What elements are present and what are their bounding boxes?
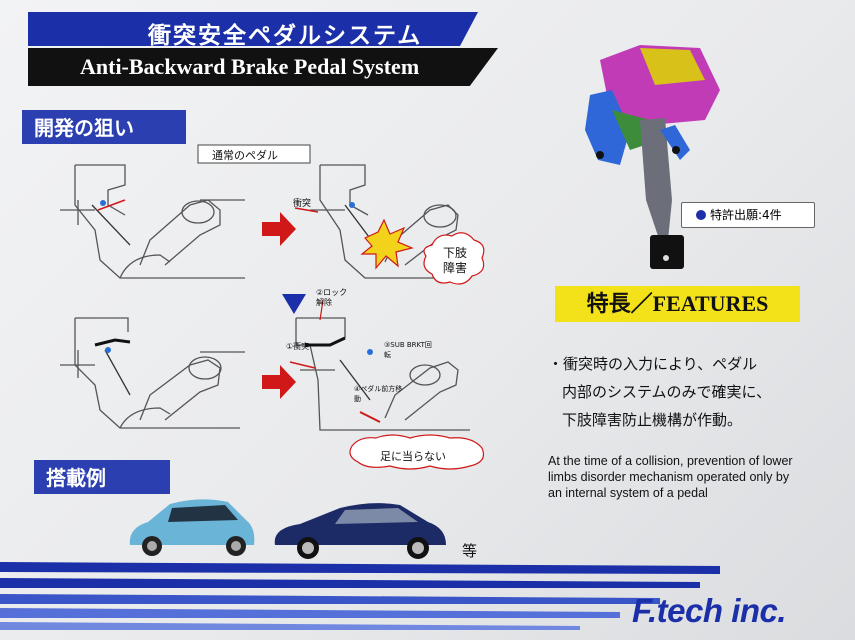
bullet-dot: [696, 210, 706, 220]
etc-label: 等: [462, 542, 478, 560]
label-collision: 衝突: [293, 199, 312, 209]
features-jp-text: ・衝突時の入力により、ペダル 内部のシステムのみで確実に、 下肢障害防止機構が作…: [548, 350, 828, 434]
title-banner-jp: 衝突安全ペダルシステム: [28, 12, 478, 46]
section-heading-example: 搭載例: [34, 460, 170, 494]
title-jp: 衝突安全ペダルシステム: [148, 23, 423, 49]
pedal-3d-image: [585, 45, 720, 269]
diagram-normal-pedal: [60, 164, 245, 279]
label-step4: ④ペダル前方移動: [354, 385, 403, 403]
title-banner-en: Anti-Backward Brake Pedal System: [28, 48, 498, 86]
caption-box: [197, 144, 311, 164]
patent-text: 特許出願:4件: [710, 208, 782, 222]
features-jp-line: ・衝突時の入力により、ペダル: [548, 355, 758, 373]
car-sedan: [274, 503, 446, 559]
safe-bubble: [349, 434, 485, 470]
label-step3: ③SUB BRKT回転: [384, 341, 432, 359]
diagram-pedal-forward: [295, 317, 470, 431]
title-en: Anti-Backward Brake Pedal System: [80, 54, 420, 79]
features-jp-line: 内部のシステムのみで確実に、: [562, 383, 772, 401]
features-en-text: At the time of a collision, prevention o…: [548, 454, 793, 500]
diagram-anti-backward: [60, 317, 245, 429]
car-compact: [129, 499, 255, 556]
arrow-2: [262, 365, 296, 399]
features-jp-line: 下肢障害防止機構が作動。: [562, 411, 743, 429]
features-heading: 特長／FEATURES: [555, 286, 800, 322]
label-step1: ①衝突: [286, 342, 310, 351]
caption-normal-pedal: 通常のペダル: [212, 149, 278, 162]
section-heading-purpose: 開発の狙い: [22, 110, 186, 144]
injury-bubble: [423, 232, 485, 285]
impact-burst: [360, 218, 414, 270]
label-step2: ②ロック解除: [316, 288, 348, 307]
label-safe: 足に当らない: [380, 450, 446, 463]
footer-stripes: [0, 562, 720, 630]
company-logo: F.tech inc.: [632, 592, 787, 629]
down-triangle: [282, 294, 306, 314]
arrow-1: [262, 212, 296, 246]
label-injury: 下肢障害: [442, 246, 467, 275]
patent-badge: 特許出願:4件: [681, 202, 815, 228]
